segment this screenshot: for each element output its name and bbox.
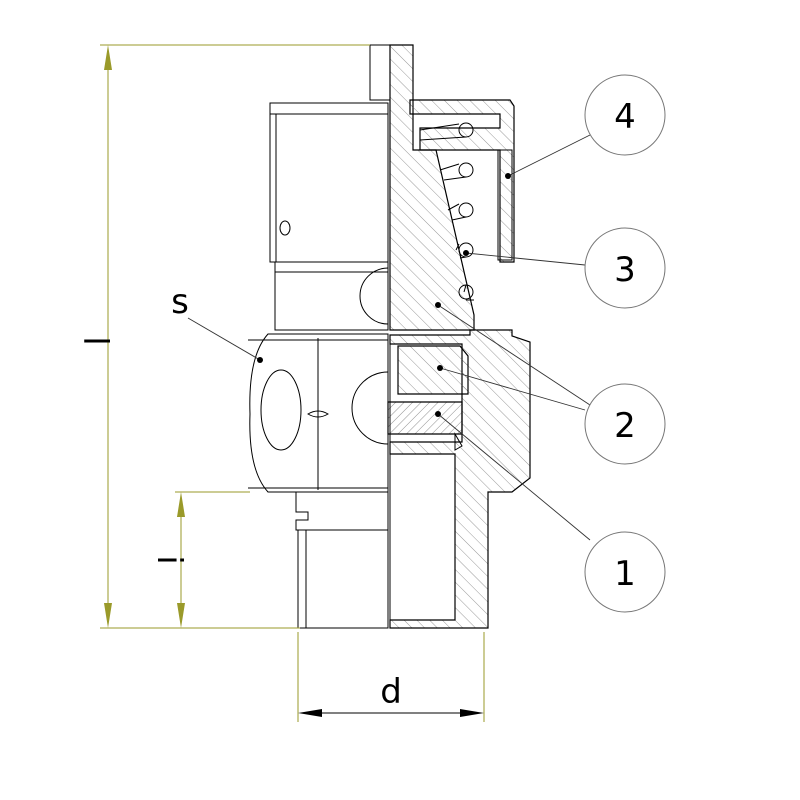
cap-housing-section bbox=[409, 99, 515, 263]
hex-flat-oval bbox=[260, 369, 302, 451]
callout-2: 2 bbox=[584, 383, 666, 465]
callout-4: 4 bbox=[584, 74, 666, 156]
hex-body-exterior bbox=[249, 333, 389, 493]
callout-4-label: 4 bbox=[614, 97, 636, 137]
callout-leaders bbox=[435, 134, 591, 541]
dimension-label-l: l bbox=[75, 336, 115, 345]
cap-hole bbox=[279, 220, 291, 236]
callout-1-label: 1 bbox=[614, 554, 636, 594]
callout-2-label: 2 bbox=[614, 406, 636, 446]
dimension-lines bbox=[100, 44, 485, 722]
seal-section bbox=[387, 401, 463, 435]
dimension-label-i: i bbox=[149, 555, 189, 564]
stem-exterior bbox=[369, 44, 391, 101]
callout-1: 1 bbox=[584, 531, 666, 613]
body-section bbox=[389, 329, 531, 629]
spring bbox=[419, 122, 513, 301]
exterior-view bbox=[248, 44, 391, 629]
dimension-label-d: d bbox=[380, 672, 402, 712]
groove-exterior bbox=[295, 492, 389, 531]
dimension-label-s: s bbox=[171, 282, 189, 322]
callout-3-label: 3 bbox=[614, 250, 636, 290]
neck-exterior bbox=[274, 262, 389, 331]
section-view bbox=[387, 44, 531, 629]
thread-exterior bbox=[297, 529, 389, 629]
callout-3: 3 bbox=[584, 227, 666, 309]
side-port-lower bbox=[351, 371, 389, 445]
poppet-section bbox=[397, 345, 469, 395]
cap-exterior bbox=[269, 102, 389, 263]
plunger-section bbox=[389, 44, 475, 331]
side-port-upper bbox=[359, 267, 389, 325]
